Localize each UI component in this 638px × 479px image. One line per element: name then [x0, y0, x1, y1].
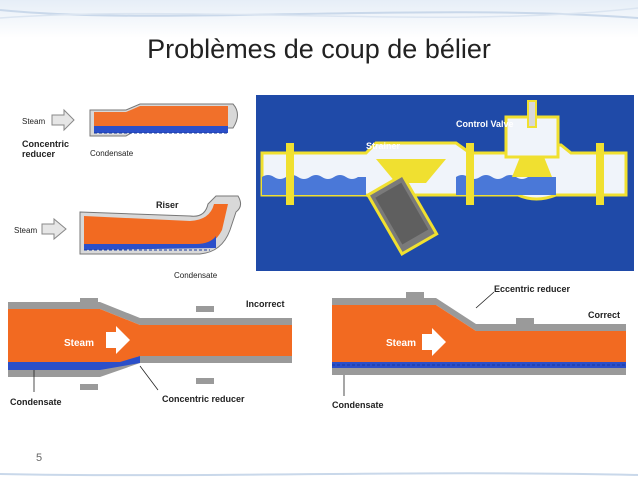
steam-label: Steam: [14, 226, 37, 235]
slide-title: Problèmes de coup de bélier: [147, 34, 491, 64]
condensate-label: Condensate: [10, 397, 62, 407]
reducer-label-1: Concentric: [22, 139, 69, 149]
concentric-reducer-label: Concentric reducer: [162, 394, 245, 404]
riser-label: Riser: [156, 200, 179, 210]
control-valve-label: Control Valve: [456, 119, 514, 129]
steam-label: Steam: [22, 117, 45, 126]
header-band: [0, 0, 638, 38]
condensate-label: Condensate: [332, 400, 384, 410]
steam-arrow-icon: [51, 108, 75, 132]
condensate-label: Condensate: [174, 271, 218, 280]
incorrect-label: Incorrect: [246, 299, 285, 309]
steam-arrow-icon: [422, 328, 446, 356]
reducer-label-2: reducer: [22, 149, 56, 159]
reducer-diagram: Steam Concentric reducer Condensate: [22, 103, 238, 159]
correct-label: Correct: [588, 310, 620, 320]
steam-arrow-icon: [41, 217, 67, 241]
steam-label: Steam: [386, 338, 416, 349]
eccentric-reducer-label: Eccentric reducer: [494, 284, 571, 294]
strainer-basket: [365, 172, 439, 256]
incorrect-diagram: Steam Incorrect Condensate Concentric re…: [8, 298, 292, 407]
footer-band: [0, 470, 638, 479]
riser-diagram: Steam Riser Condensate: [14, 195, 242, 280]
steam-arrow-icon: [106, 326, 130, 354]
steam-label: Steam: [64, 338, 94, 349]
strainer-label: Strainer: [366, 141, 401, 151]
correct-diagram: Steam Eccentric reducer Correct Condensa…: [332, 284, 626, 410]
condensate-label: Condensate: [90, 149, 134, 158]
strainer-diagram: Strainer Control Valve: [256, 95, 634, 271]
page-number: 5: [36, 452, 43, 464]
condensate-layer: [94, 126, 228, 133]
